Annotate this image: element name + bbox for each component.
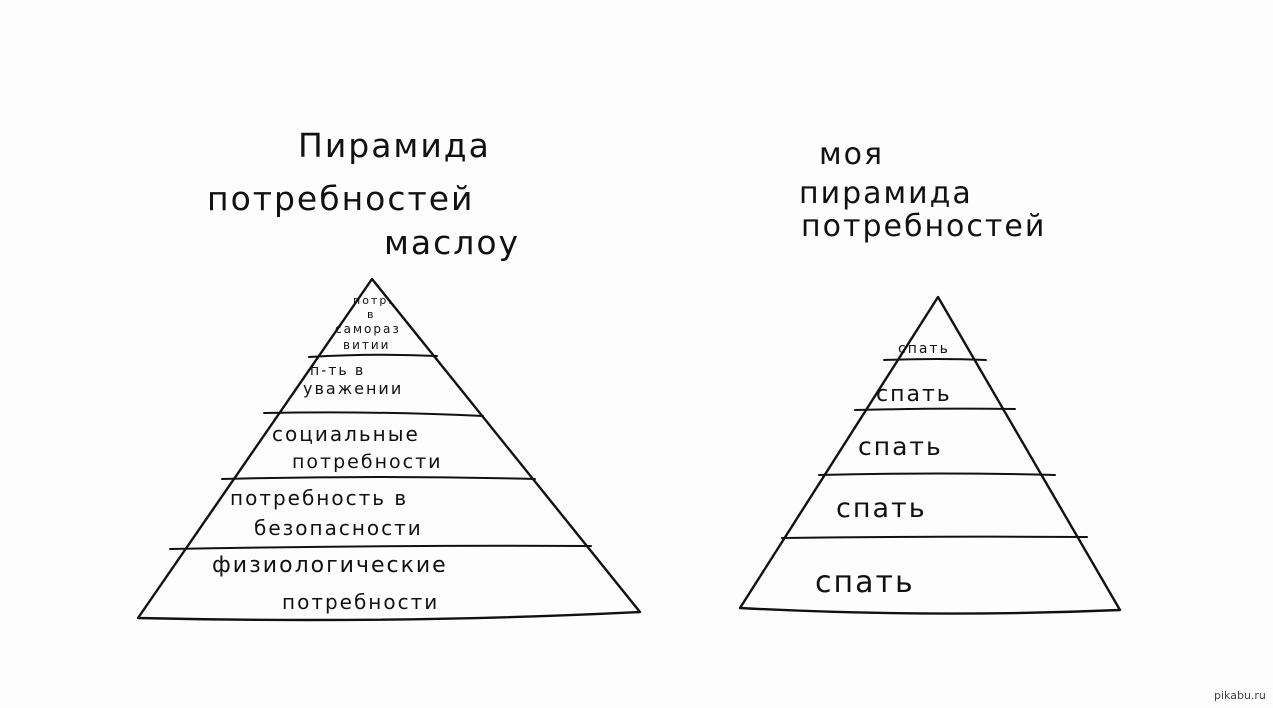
maslow-tier-2-line-2: уважении	[303, 379, 403, 398]
right-title-line-1: моя	[819, 137, 884, 172]
maslow-tier-3-line-2: потребности	[292, 451, 443, 473]
left-title-line-3: маслоу	[384, 223, 520, 262]
maslow-divider-1	[308, 353, 438, 358]
maslow-tier-4-line-1: потребность в	[230, 486, 408, 510]
maslow-tier-5-line-1: физиологические	[212, 553, 448, 578]
my-divider-3	[818, 472, 1056, 476]
maslow-tier-5-line-2: потребности	[282, 590, 439, 614]
maslow-tier-3-line-1: социальные	[272, 422, 420, 446]
my-divider-1	[883, 358, 987, 361]
left-title-line-2: потребностей	[207, 179, 474, 218]
right-title-line-3: потребностей	[801, 209, 1046, 244]
maslow-divider-2	[263, 411, 484, 417]
my-tier-3: спать	[858, 432, 943, 461]
right-title-line-2: пирамида	[799, 176, 973, 211]
left-title-line-1: Пирамида	[298, 126, 491, 165]
maslow-tier-1-line-1: потр.	[353, 294, 394, 307]
my-tier-2: спать	[876, 382, 952, 407]
maslow-tier-4-line-2: безопасности	[254, 516, 423, 540]
my-pyramid: моя пирамида потребностей спать спать сп…	[738, 137, 1122, 615]
my-tier-1: спать	[898, 341, 950, 357]
maslow-pyramid: Пирамида потребностей маслоу потр. в сам…	[136, 126, 642, 622]
maslow-pyramid-outline	[136, 277, 642, 622]
maslow-tier-1-line-4: витии	[343, 338, 390, 352]
my-divider-2	[854, 407, 1016, 411]
maslow-tier-2-line-1: п-ть в	[310, 363, 365, 379]
my-tier-4: спать	[836, 493, 927, 524]
my-divider-4	[781, 535, 1088, 539]
maslow-tier-1-line-3: самораз	[335, 322, 401, 336]
my-tier-5: спать	[815, 565, 915, 600]
site-watermark: pikabu.ru	[1214, 689, 1266, 702]
my-pyramid-outline	[738, 295, 1122, 615]
maslow-divider-3	[221, 476, 536, 480]
maslow-divider-4	[169, 544, 592, 550]
maslow-tier-1-line-2: в	[367, 308, 375, 321]
